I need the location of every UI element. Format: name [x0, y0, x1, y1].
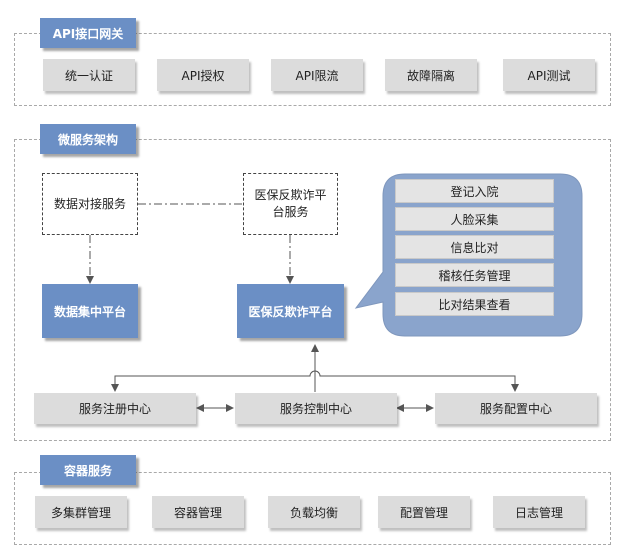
container-item-multi-cluster[interactable]: 多集群管理: [35, 496, 127, 528]
gateway-item-api-test[interactable]: API测试: [503, 59, 595, 91]
callout-item-info-compare[interactable]: 信息比对: [395, 235, 554, 259]
api-gateway-title: API接口网关: [40, 18, 136, 48]
data-platform[interactable]: 数据集中平台: [42, 284, 138, 338]
api-gateway-section: [14, 33, 611, 106]
service-config-center[interactable]: 服务配置中心: [435, 393, 597, 424]
fraud-service-label-line2: 台服务: [272, 205, 309, 219]
container-title: 容器服务: [40, 455, 136, 485]
microservice-title: 微服务架构: [40, 124, 136, 154]
container-item-config-mgmt[interactable]: 配置管理: [378, 496, 470, 528]
data-docking-service[interactable]: 数据对接服务: [42, 173, 138, 235]
fraud-platform[interactable]: 医保反欺诈平台: [237, 284, 344, 338]
microservice-section: [14, 139, 611, 441]
callout-item-face-capture[interactable]: 人脸采集: [395, 207, 554, 231]
gateway-item-fault-isolation[interactable]: 故障隔离: [385, 59, 477, 91]
callout-item-admission[interactable]: 登记入院: [395, 179, 554, 203]
container-section: [14, 472, 611, 545]
service-control-center[interactable]: 服务控制中心: [235, 393, 397, 424]
service-registry-center[interactable]: 服务注册中心: [34, 393, 196, 424]
gateway-item-api-authorization[interactable]: API授权: [157, 59, 249, 91]
container-item-container-mgmt[interactable]: 容器管理: [152, 496, 244, 528]
callout-item-audit-task[interactable]: 稽核任务管理: [395, 263, 554, 287]
gateway-item-api-rate-limit[interactable]: API限流: [271, 59, 363, 91]
gateway-item-unified-auth[interactable]: 统一认证: [43, 59, 135, 91]
fraud-platform-service[interactable]: 医保反欺诈平 台服务: [243, 173, 338, 235]
fraud-service-label-line1: 医保反欺诈平: [254, 188, 327, 202]
connector-bar: [114, 370, 516, 391]
container-item-load-balance[interactable]: 负载均衡: [268, 496, 360, 528]
container-item-log-mgmt[interactable]: 日志管理: [493, 496, 585, 528]
callout-item-compare-result[interactable]: 比对结果查看: [395, 292, 554, 316]
